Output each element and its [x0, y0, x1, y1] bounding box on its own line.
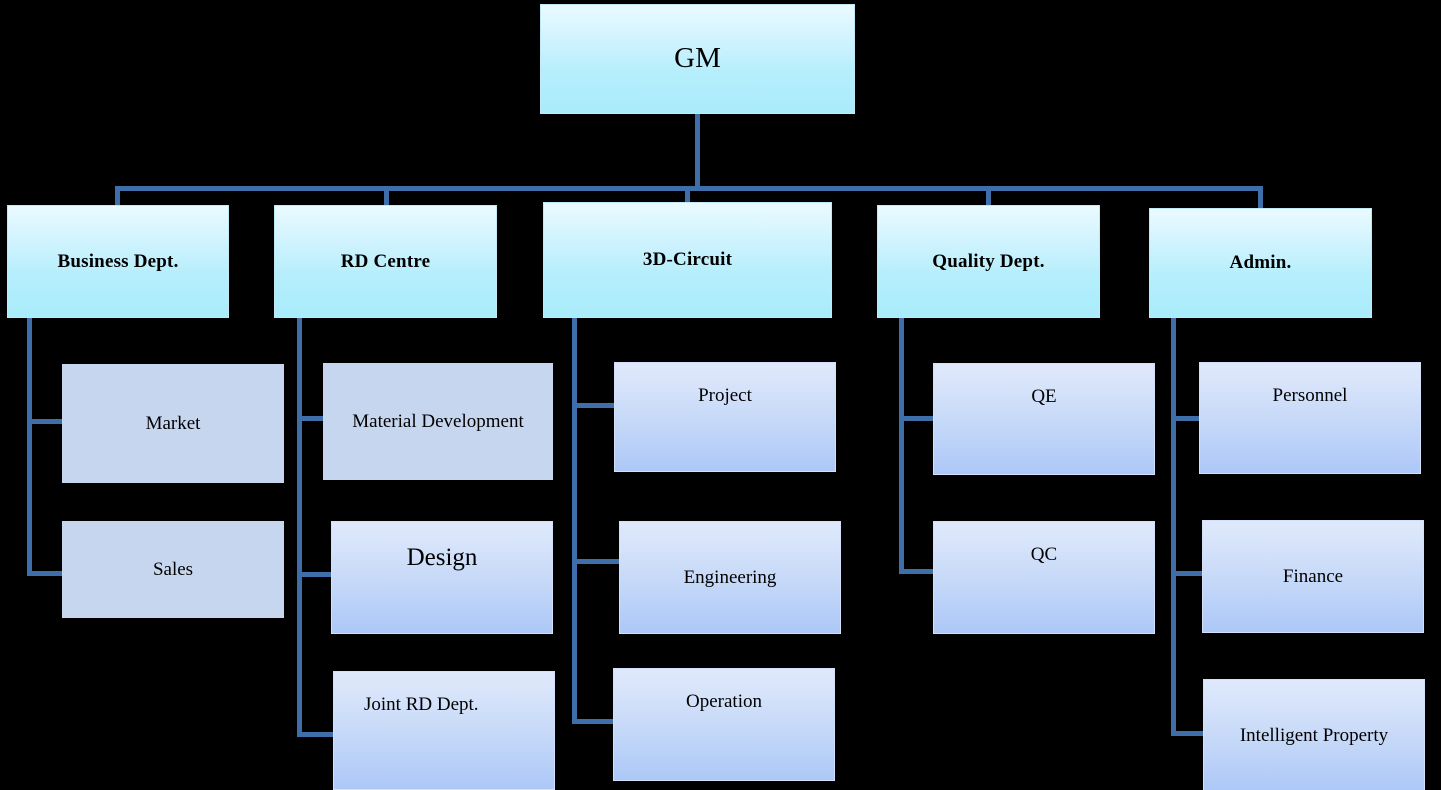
connector-admin-to-personnel — [1171, 416, 1203, 421]
connector-3dcircuit-to-engineering — [572, 559, 620, 564]
node-sales-label: Sales — [152, 558, 194, 580]
node-engineering[interactable]: Engineering — [619, 521, 841, 634]
node-quality-dept[interactable]: Quality Dept. — [877, 205, 1100, 318]
connector-admin-to-intelligent-property — [1171, 731, 1205, 736]
node-gm[interactable]: GM — [540, 4, 855, 114]
connector-drop-3dcircuit — [685, 186, 690, 208]
node-qe-label: QE — [1031, 386, 1057, 407]
node-qe[interactable]: QE — [933, 363, 1155, 475]
connector-drop-quality — [986, 186, 991, 208]
node-qc-label: QC — [1030, 544, 1058, 565]
node-intelligent-property-label: Intelligent Property — [1239, 724, 1389, 746]
connector-admin-to-finance — [1171, 571, 1205, 576]
node-material-development-label: Material Development — [352, 410, 524, 432]
connector-rd-to-design — [297, 572, 333, 577]
node-qc[interactable]: QC — [933, 521, 1155, 634]
connector-drop-admin — [1258, 186, 1263, 208]
node-material-development[interactable]: Material Development — [323, 363, 553, 480]
connector-business-to-sales — [27, 571, 65, 576]
node-business-dept[interactable]: Business Dept. — [7, 205, 229, 318]
node-operation[interactable]: Operation — [613, 668, 835, 781]
node-sales[interactable]: Sales — [62, 521, 284, 618]
node-admin-label: Admin. — [1229, 252, 1292, 274]
node-operation-label: Operation — [686, 691, 762, 712]
node-project[interactable]: Project — [614, 362, 836, 472]
node-business-dept-label: Business Dept. — [57, 250, 179, 272]
connector-quality-to-qc — [899, 569, 937, 574]
connector-3dcircuit-spine — [572, 318, 577, 724]
connector-gm-drop — [695, 114, 700, 191]
node-design[interactable]: Design — [331, 521, 553, 634]
connector-quality-spine — [899, 318, 904, 574]
node-personnel[interactable]: Personnel — [1199, 362, 1421, 474]
connector-quality-to-qe — [899, 416, 937, 421]
node-rd-centre-label: RD Centre — [340, 250, 431, 272]
node-market-label: Market — [145, 412, 201, 434]
connector-rd-to-joint-rd — [297, 732, 333, 737]
node-market[interactable]: Market — [62, 364, 284, 483]
node-quality-dept-label: Quality Dept. — [932, 250, 1045, 272]
node-personnel-label: Personnel — [1272, 385, 1348, 406]
node-design-label: Design — [406, 544, 478, 571]
node-joint-rd-dept[interactable]: Joint RD Dept. — [333, 671, 555, 790]
connector-business-spine — [27, 318, 32, 576]
connector-rd-to-material — [297, 416, 325, 421]
node-joint-rd-dept-label: Joint RD Dept. — [364, 694, 479, 715]
connector-drop-rd — [384, 186, 389, 208]
node-project-label: Project — [698, 385, 752, 406]
node-finance-label: Finance — [1282, 565, 1344, 587]
node-rd-centre[interactable]: RD Centre — [274, 205, 497, 318]
connector-admin-spine — [1171, 318, 1176, 736]
node-3d-circuit-label: 3D-Circuit — [642, 249, 733, 271]
connector-drop-business — [115, 186, 120, 208]
connector-3dcircuit-to-operation — [572, 719, 614, 724]
node-gm-label: GM — [674, 42, 721, 75]
node-admin[interactable]: Admin. — [1149, 208, 1372, 318]
node-engineering-label: Engineering — [683, 566, 777, 588]
node-3d-circuit[interactable]: 3D-Circuit — [543, 202, 832, 318]
node-intelligent-property[interactable]: Intelligent Property — [1203, 679, 1425, 790]
connector-rd-spine — [297, 318, 302, 737]
node-finance[interactable]: Finance — [1202, 520, 1424, 633]
connector-3dcircuit-to-project — [572, 403, 616, 408]
connector-business-to-market — [27, 419, 65, 424]
